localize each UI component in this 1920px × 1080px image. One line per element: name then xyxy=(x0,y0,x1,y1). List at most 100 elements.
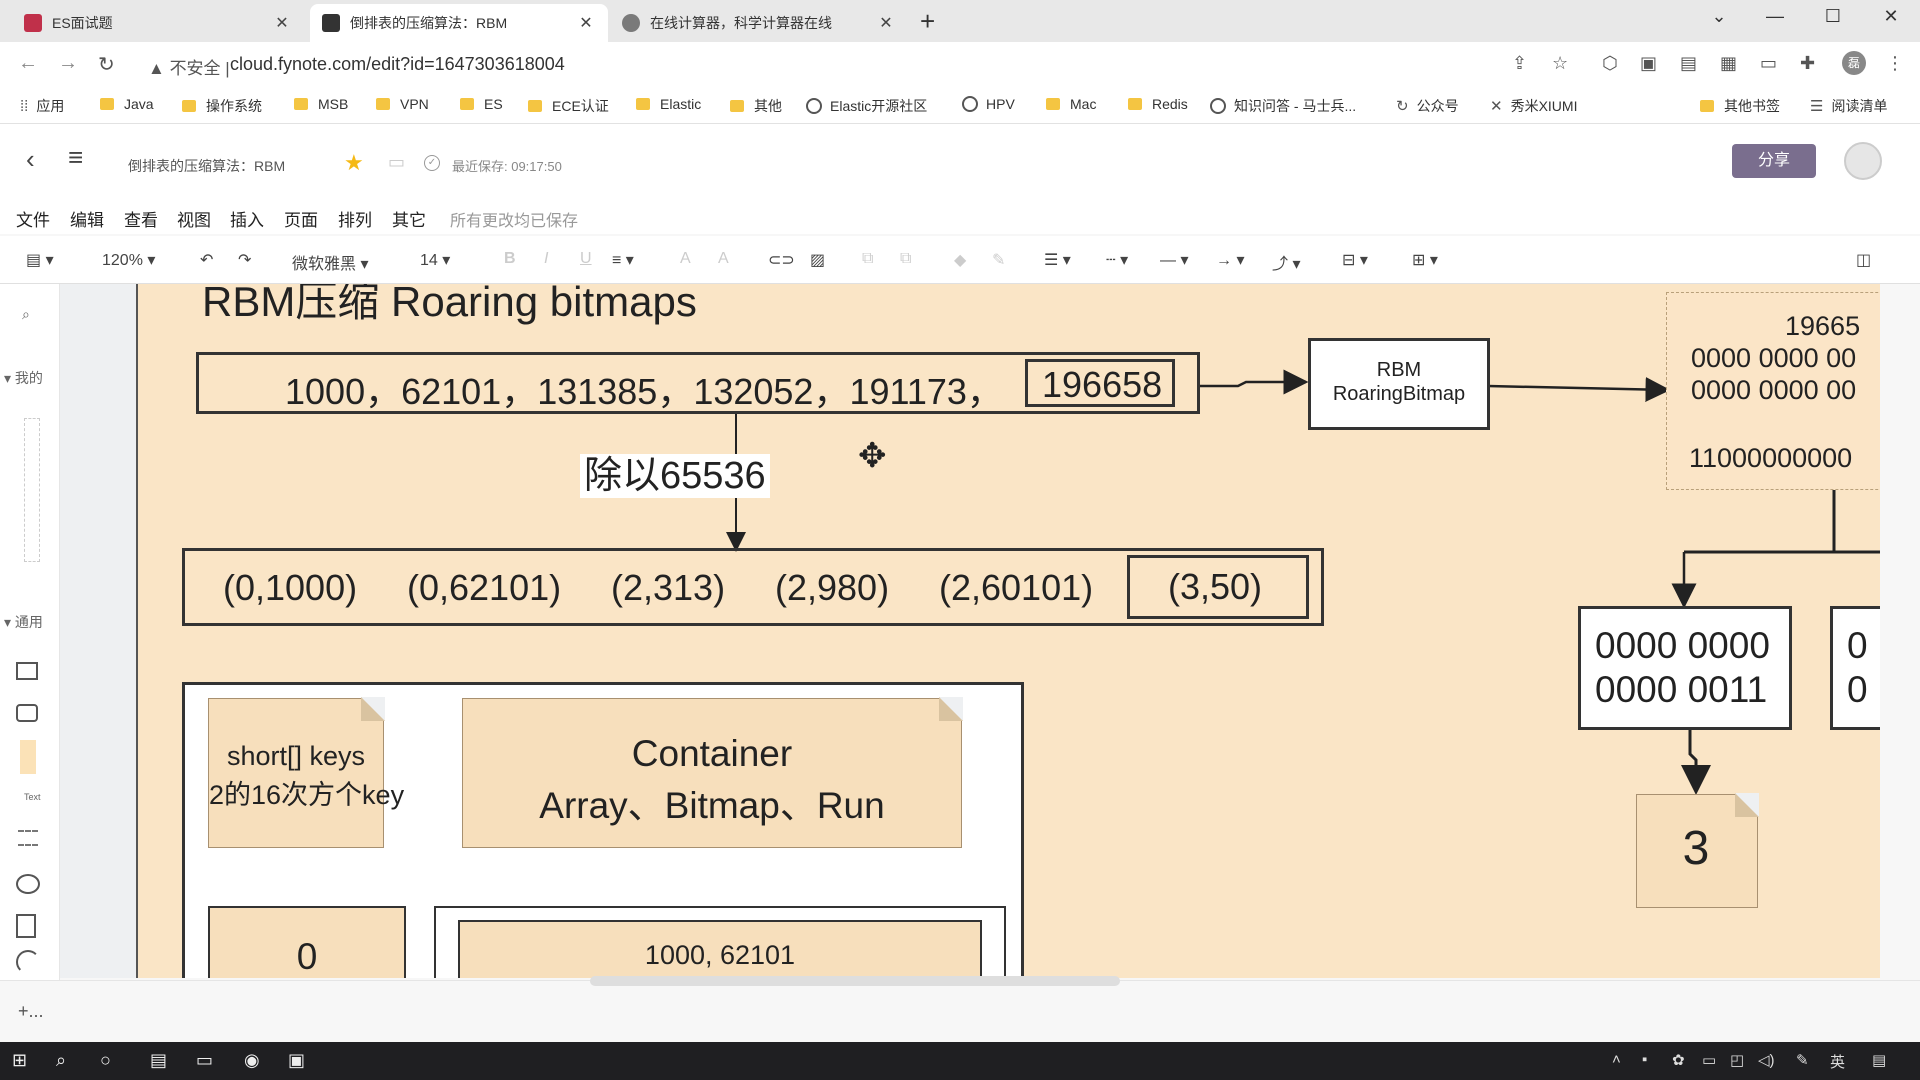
forward-arrow-icon[interactable]: → xyxy=(58,52,78,74)
rounded-rectangle-shape[interactable] xyxy=(16,704,38,722)
bookmark-wechat[interactable]: ↻公众号 xyxy=(1396,96,1459,116)
undo-icon[interactable]: ↶ xyxy=(200,252,214,269)
bring-front-icon[interactable]: ⧉ xyxy=(862,250,874,267)
menu-file[interactable]: 文件 xyxy=(16,211,50,230)
image-icon[interactable]: ▨ xyxy=(810,252,826,269)
user-avatar[interactable] xyxy=(1844,142,1882,180)
redo-icon[interactable]: ↷ xyxy=(238,252,252,269)
bookmark-other-bookmarks[interactable]: 其他书签 xyxy=(1700,96,1780,116)
minimize-button[interactable]: — xyxy=(1766,6,1784,26)
extension-jh-icon[interactable]: ▣ xyxy=(1640,53,1658,73)
binary-box[interactable]: 0000 0000 0000 0011 xyxy=(1578,606,1792,730)
line-color-icon[interactable]: ✎ xyxy=(992,252,1006,269)
menu-page[interactable]: 页面 xyxy=(284,211,318,230)
highlight-value-box[interactable]: 196658 xyxy=(1025,359,1175,407)
italic-icon[interactable]: I xyxy=(544,250,549,267)
send-back-icon[interactable]: ⧉ xyxy=(900,250,912,267)
battery-icon[interactable]: ▭ xyxy=(1702,1052,1717,1069)
bits-panel[interactable]: 19665 0000 0000 00 0000 0000 00 11000000… xyxy=(1666,292,1880,490)
tab-close-icon[interactable]: ✕ xyxy=(275,15,289,32)
extension-screen-icon[interactable]: ▭ xyxy=(1760,53,1778,73)
task-view-icon[interactable]: ▤ xyxy=(150,1050,168,1070)
menu-insert[interactable]: 插入 xyxy=(230,211,264,230)
menu-arrange[interactable]: 排列 xyxy=(338,211,372,230)
container-array-box[interactable]: 1000, 62101 xyxy=(458,920,982,978)
bookmark-java[interactable]: Java xyxy=(100,96,154,112)
ellipse-shape[interactable] xyxy=(16,874,40,894)
keys-note[interactable]: short[] keys 2的16次方个key xyxy=(208,697,404,848)
bookmark-es[interactable]: ES xyxy=(460,96,503,112)
insecure-warning[interactable]: ▲ 不安全 | xyxy=(148,59,230,78)
extensions-puzzle-icon[interactable]: ✚ xyxy=(1800,53,1816,73)
tab-rbm[interactable]: 倒排表的压缩算法：RBM ✕ xyxy=(310,4,608,42)
rectangle-shape[interactable] xyxy=(16,662,38,680)
align-icon[interactable]: ≡ ▾ xyxy=(612,252,634,269)
ime-indicator[interactable]: 英 xyxy=(1830,1054,1846,1071)
tab-close-icon[interactable]: ✕ xyxy=(879,15,893,32)
url-input[interactable]: cloud.fynote.com/edit?id=1647303618004 xyxy=(230,54,565,74)
more-menu-icon[interactable]: ⋮ xyxy=(1886,53,1904,73)
document-title[interactable]: 倒排表的压缩算法：RBM xyxy=(128,158,286,174)
section-mine-toggle[interactable]: ▾ 我的 xyxy=(4,370,43,386)
file-explorer-icon[interactable]: ▭ xyxy=(196,1050,214,1070)
arc-shape[interactable] xyxy=(16,950,40,974)
cortana-icon[interactable]: ○ xyxy=(100,1050,111,1070)
line-width-icon[interactable]: ☰ ▾ xyxy=(1044,252,1071,269)
font-size-select[interactable]: 14 ▾ xyxy=(420,252,451,269)
bookmark-ece[interactable]: ECE认证 xyxy=(528,96,609,116)
line-style-icon[interactable]: ┄ ▾ xyxy=(1106,252,1129,269)
app-icon[interactable]: ▣ xyxy=(288,1050,306,1070)
bookmark-mac[interactable]: Mac xyxy=(1046,96,1096,112)
bookmark-apps[interactable]: ⁞⁞应用 xyxy=(20,96,64,116)
result-note[interactable]: 3 xyxy=(1636,793,1759,908)
hamburger-menu-icon[interactable]: ≡ xyxy=(68,142,84,172)
menu-view[interactable]: 查看 xyxy=(124,211,158,230)
diagram-title[interactable]: RBM压缩 Roaring bitmaps xyxy=(202,284,697,325)
search-icon[interactable]: ⌕ xyxy=(56,1050,67,1070)
arrange-align-icon[interactable]: ⊟ ▾ xyxy=(1342,252,1368,269)
table-icon[interactable]: ⊞ ▾ xyxy=(1412,252,1438,269)
bookmark-hpv[interactable]: HPV xyxy=(962,96,1015,112)
rbm-box[interactable]: RBM RoaringBitmap xyxy=(1308,338,1490,430)
bold-icon[interactable]: B xyxy=(504,250,516,267)
bookmark-other[interactable]: 其他 xyxy=(730,96,782,116)
bookmark-xiumi[interactable]: ✕秀米XIUMI xyxy=(1490,96,1577,116)
binary-box-partial[interactable]: 0 0 xyxy=(1830,606,1880,730)
extension-fanyi-icon[interactable]: ▦ xyxy=(1720,53,1738,73)
text-bg-icon[interactable]: A xyxy=(718,250,729,267)
container-cell-box[interactable]: 1000, 62101 xyxy=(434,906,1006,978)
square-shape[interactable] xyxy=(16,914,36,938)
textbox-shape[interactable] xyxy=(18,830,38,846)
font-color-icon[interactable]: A xyxy=(680,250,691,267)
bookmark-qa[interactable]: 知识问答 - 马士兵... xyxy=(1210,96,1356,116)
bookmark-elastic[interactable]: Elastic xyxy=(636,96,701,112)
key-cell-box[interactable]: 0 xyxy=(208,906,406,978)
tray-expand-icon[interactable]: ˄ xyxy=(1612,1051,1621,1068)
right-panel-toggle-icon[interactable]: ◫ xyxy=(1856,252,1872,269)
add-page-button[interactable]: +... xyxy=(18,1001,44,1021)
chrome-icon[interactable]: ◉ xyxy=(244,1050,260,1070)
fill-color-icon[interactable]: ◆ xyxy=(954,252,967,269)
underline-icon[interactable]: U xyxy=(580,250,592,267)
diagram-page[interactable]: RBM压缩 Roaring bitmaps 1000，62101，131385，… xyxy=(136,284,1880,978)
extension-icon[interactable]: ⬡ xyxy=(1602,53,1618,73)
note-shape[interactable] xyxy=(20,740,36,774)
volume-icon[interactable]: ◁) xyxy=(1758,1052,1775,1069)
menu-perspective[interactable]: 视图 xyxy=(177,211,211,230)
menu-other[interactable]: 其它 xyxy=(392,211,426,230)
tab-close-icon[interactable]: ✕ xyxy=(579,15,593,32)
favorite-star-icon[interactable]: ★ xyxy=(344,150,364,175)
tab-search-icon[interactable]: ⌄ xyxy=(1711,6,1727,26)
reload-icon[interactable]: ↻ xyxy=(98,54,115,76)
share-page-icon[interactable]: ⇪ xyxy=(1512,53,1528,73)
format-panel-toggle-icon[interactable]: ▤ ▾ xyxy=(26,252,54,269)
bookmark-star-icon[interactable]: ☆ xyxy=(1552,53,1569,73)
network-icon[interactable]: ◰ xyxy=(1730,1052,1745,1069)
divide-label[interactable]: 除以65536 xyxy=(580,454,770,498)
diagram-canvas[interactable]: RBM压缩 Roaring bitmaps 1000，62101，131385，… xyxy=(60,284,1880,978)
search-icon[interactable]: ⌕ xyxy=(22,306,30,322)
input-values-box[interactable]: 1000，62101，131385，132052，191173， 196658 xyxy=(196,352,1200,414)
back-arrow-icon[interactable]: ← xyxy=(18,52,38,74)
bookmark-os[interactable]: 操作系统 xyxy=(182,96,262,116)
close-window-button[interactable]: ✕ xyxy=(1883,6,1899,26)
